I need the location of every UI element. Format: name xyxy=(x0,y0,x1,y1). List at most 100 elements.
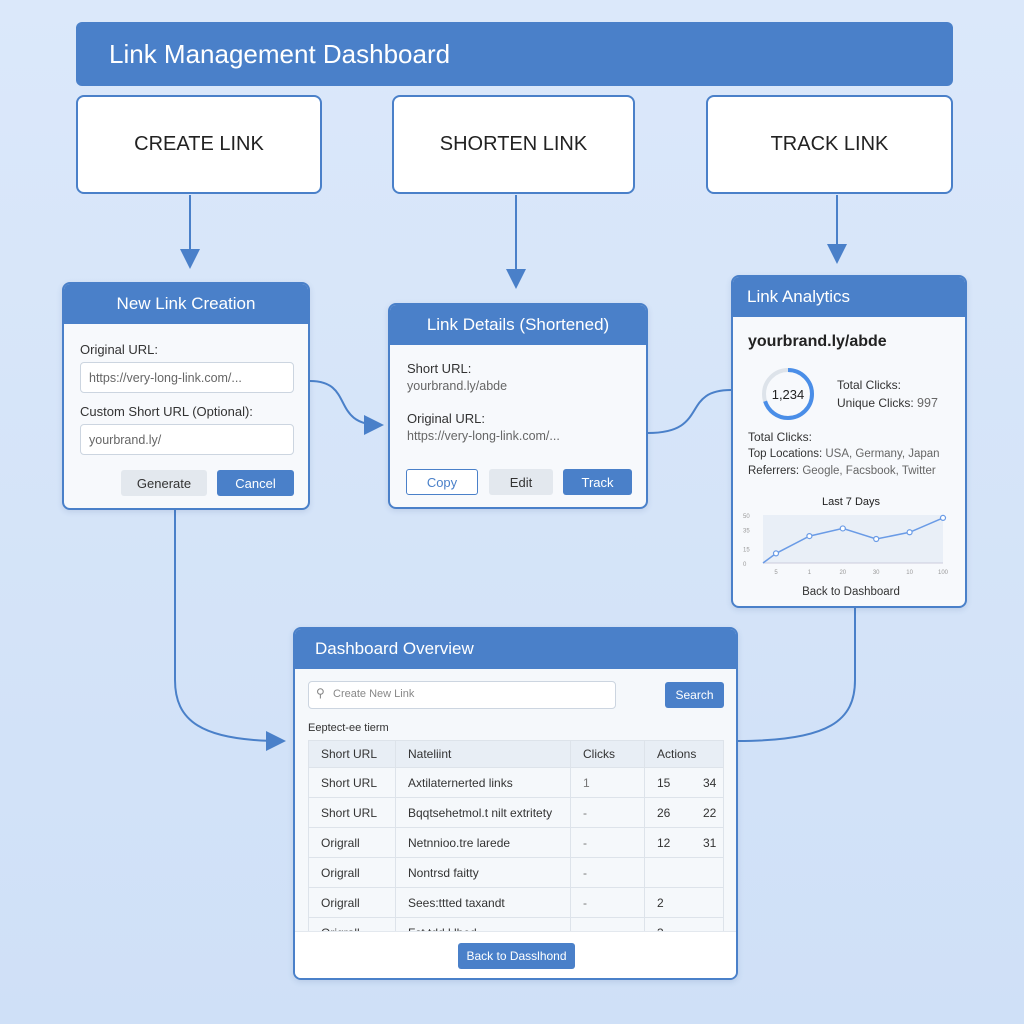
card-title: Dashboard Overview xyxy=(295,629,736,669)
table-row[interactable]: OrigrallFst tdd l lhed 3 xyxy=(308,917,724,932)
total-clicks-label: Total Clicks: xyxy=(748,430,813,444)
table-cell: Origrall xyxy=(308,827,396,858)
search-input[interactable]: ⚲ Create New Link xyxy=(308,681,616,709)
original-url-label: Original URL: xyxy=(407,411,486,426)
original-url-input[interactable]: https://very-long-link.com/... xyxy=(80,362,294,393)
card-footer: Back to Dasslhond xyxy=(295,931,736,978)
search-button[interactable]: Search xyxy=(665,682,724,708)
locations-label: Top Locations: xyxy=(748,448,823,460)
table-cell: - xyxy=(570,827,645,858)
data-point xyxy=(906,529,913,536)
custom-url-label: Custom Short URL (Optional): xyxy=(80,404,253,419)
data-point xyxy=(839,525,846,532)
step-track-link: TRACK LINK xyxy=(706,95,953,194)
table-cell: Bqqtsehetmol.t nilt extritety xyxy=(395,797,571,828)
original-url-value: https://very-long-link.com/... xyxy=(407,429,560,443)
gauge-value: 1,234 xyxy=(771,387,805,402)
table-cell: Netnnioo.tre larede xyxy=(395,827,571,858)
actions-cell: 12 31 xyxy=(644,827,724,858)
action-value: 3 xyxy=(657,926,703,932)
original-url-label: Original URL: xyxy=(80,342,159,357)
table-cell: Origrall xyxy=(308,857,396,888)
connector-create-overview xyxy=(174,510,286,751)
connector-analytics-overview xyxy=(737,608,856,742)
y-tick-label: 35 xyxy=(743,528,750,534)
action-value: 22 xyxy=(703,805,717,820)
action-value: 12 xyxy=(657,835,671,850)
links-table-wrap: Short URL Nateliint Clicks Actions Short… xyxy=(308,740,724,931)
locations-value: USA, Germany, Japan xyxy=(825,448,940,460)
action-value: 26 xyxy=(657,805,671,820)
track-button[interactable]: Track xyxy=(563,469,632,495)
x-tick-label: 1 xyxy=(808,570,812,576)
copy-button[interactable]: Copy xyxy=(406,469,478,495)
search-icon: ⚲ xyxy=(316,686,325,700)
table-cell: Origrall xyxy=(308,917,396,931)
col-short-url: Short URL xyxy=(308,740,396,768)
referrers-value: Geogle, Facsbook, Twitter xyxy=(802,465,936,477)
table-cell xyxy=(570,917,645,931)
table-cell: Axtilaternerted links xyxy=(395,767,571,798)
data-point xyxy=(806,533,813,540)
y-tick-label: 0 xyxy=(743,562,747,568)
action-value: 31 xyxy=(703,835,717,850)
actions-cell xyxy=(644,857,724,888)
back-to-dashboard-link[interactable]: Back to Dashboard xyxy=(802,586,900,598)
data-point xyxy=(873,535,880,543)
connector-create-details xyxy=(309,380,384,435)
table-cell: Short URL xyxy=(308,767,396,798)
section-label: Eeptect-ee tierm xyxy=(308,722,389,734)
total-clicks-label: Total Clicks: xyxy=(837,378,902,392)
plot-area xyxy=(763,515,943,563)
unique-clicks-value: 997 xyxy=(917,396,938,410)
y-tick-label: 15 xyxy=(743,548,750,554)
action-value: 15 xyxy=(657,775,671,790)
x-tick-label: 10 xyxy=(906,570,913,576)
table-cell: 1 xyxy=(570,767,645,798)
table-cell: - xyxy=(570,857,645,888)
unique-clicks-label: Unique Clicks: xyxy=(837,396,914,410)
generate-button[interactable]: Generate xyxy=(121,470,207,496)
col-name: Nateliint xyxy=(395,740,571,768)
table-cell: Fst tdd l lhed xyxy=(395,917,571,931)
connector-details-analytics xyxy=(647,389,732,434)
col-clicks: Clicks xyxy=(570,740,645,768)
card-title: Link Analytics xyxy=(733,277,965,317)
step-create-link: CREATE LINK xyxy=(76,95,322,194)
table-cell: - xyxy=(570,797,645,828)
clicks-gauge xyxy=(762,368,814,420)
referrers-label: Referrers: xyxy=(748,465,800,477)
table-cell: - xyxy=(570,887,645,918)
x-tick-label: 20 xyxy=(839,570,846,576)
back-to-dashboard-button[interactable]: Back to Dasslhond xyxy=(458,943,575,969)
edit-button[interactable]: Edit xyxy=(489,469,553,495)
search-placeholder: Create New Link xyxy=(333,688,415,700)
data-point xyxy=(939,514,947,521)
col-actions: Actions xyxy=(644,740,724,768)
data-point xyxy=(772,550,780,557)
short-url-value: yourbrand.ly/abde xyxy=(407,379,508,393)
card-title: New Link Creation xyxy=(64,284,308,324)
action-value: 2 xyxy=(657,895,664,910)
link-analytics-card: Link Analytics yourbrand.ly/abde 1,234 T… xyxy=(731,275,967,608)
actions-cell: 26 22 xyxy=(644,797,724,828)
custom-url-input[interactable]: yourbrand.ly/ xyxy=(80,424,294,455)
x-tick-label: 100 xyxy=(938,570,949,576)
short-url: yourbrand.ly/abde xyxy=(748,333,887,350)
dashboard-overview-card: Dashboard Overview ⚲ Create New Link Sea… xyxy=(293,627,738,980)
page-title: Link Management Dashboard xyxy=(76,22,953,86)
table-cell: Nontrsd faitty xyxy=(395,857,571,888)
table-cell: Origrall xyxy=(308,887,396,918)
table-cell: Short URL xyxy=(308,797,396,828)
cancel-button[interactable]: Cancel xyxy=(217,470,294,496)
table-cell: Sees:ttted taxandt xyxy=(395,887,571,918)
short-url-label: Short URL: xyxy=(407,361,472,376)
